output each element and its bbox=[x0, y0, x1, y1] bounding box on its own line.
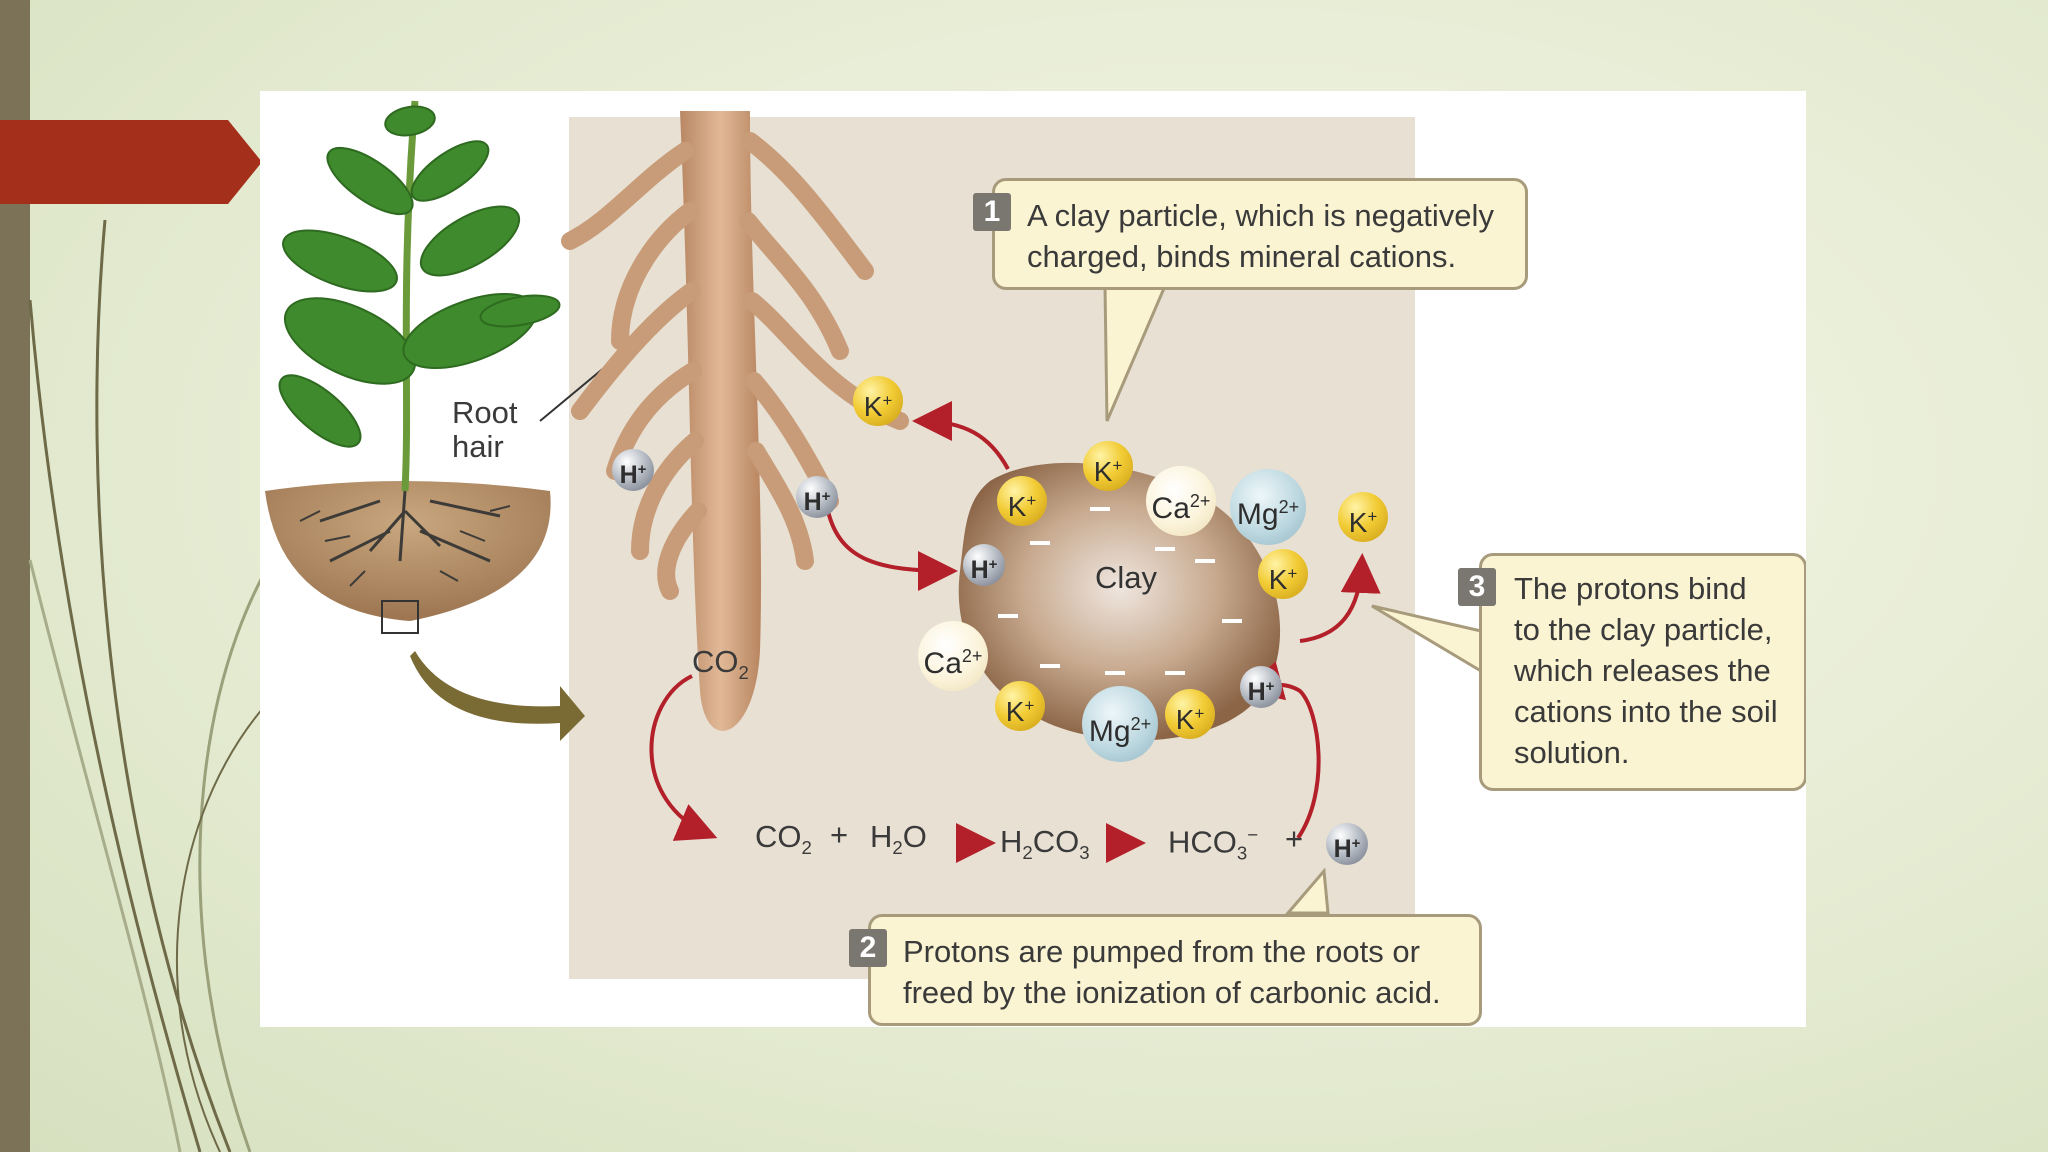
potassium-ion: K+ bbox=[1083, 441, 1133, 491]
hydrogen-ion: H+ bbox=[963, 544, 1005, 586]
title-accent-tab bbox=[0, 120, 262, 204]
hydrogen-ion: H+ bbox=[1240, 666, 1282, 708]
callout-step-1: A clay particle, which is negatively cha… bbox=[992, 178, 1528, 290]
magnesium-ion: Mg2+ bbox=[1082, 686, 1158, 762]
clay-label: Clay bbox=[1095, 560, 1158, 595]
potassium-ion: K+ bbox=[1165, 689, 1215, 739]
magnesium-ion: Mg2+ bbox=[1230, 469, 1306, 545]
enlargement-arrow bbox=[410, 651, 585, 741]
step-number-3: 3 bbox=[1458, 568, 1496, 606]
step-number-2: 2 bbox=[849, 929, 887, 967]
callout-step-3: The protons bind to the clay particle, w… bbox=[1479, 553, 1806, 791]
plant-shoot bbox=[278, 100, 561, 492]
potassium-ion: K+ bbox=[853, 376, 903, 426]
bicarbonate-term: HCO3− bbox=[1168, 824, 1259, 864]
co2-term: CO2 bbox=[755, 819, 812, 859]
root-illustration bbox=[561, 111, 909, 731]
soil-mound bbox=[265, 481, 551, 634]
potassium-ion: K+ bbox=[997, 476, 1047, 526]
callout-step-2: Protons are pumped from the roots or fre… bbox=[868, 914, 1482, 1026]
potassium-ion: K+ bbox=[1258, 549, 1308, 599]
calcium-ion: Ca2+ bbox=[1146, 466, 1216, 536]
plus-sign: + bbox=[830, 817, 849, 852]
potassium-ion: K+ bbox=[1338, 492, 1388, 542]
hydrogen-ion: H+ bbox=[796, 476, 838, 518]
hydrogen-ion: H+ bbox=[612, 449, 654, 491]
hydrogen-ion: H+ bbox=[1326, 823, 1368, 865]
water-term: H2O bbox=[870, 819, 927, 859]
step-number-1: 1 bbox=[973, 193, 1011, 231]
potassium-ion: K+ bbox=[995, 681, 1045, 731]
co2-root-label: CO2 bbox=[692, 644, 749, 684]
calcium-ion: Ca2+ bbox=[918, 621, 988, 691]
carbonic-acid-term: H2CO3 bbox=[1000, 824, 1090, 864]
plus-sign: + bbox=[1285, 821, 1304, 856]
